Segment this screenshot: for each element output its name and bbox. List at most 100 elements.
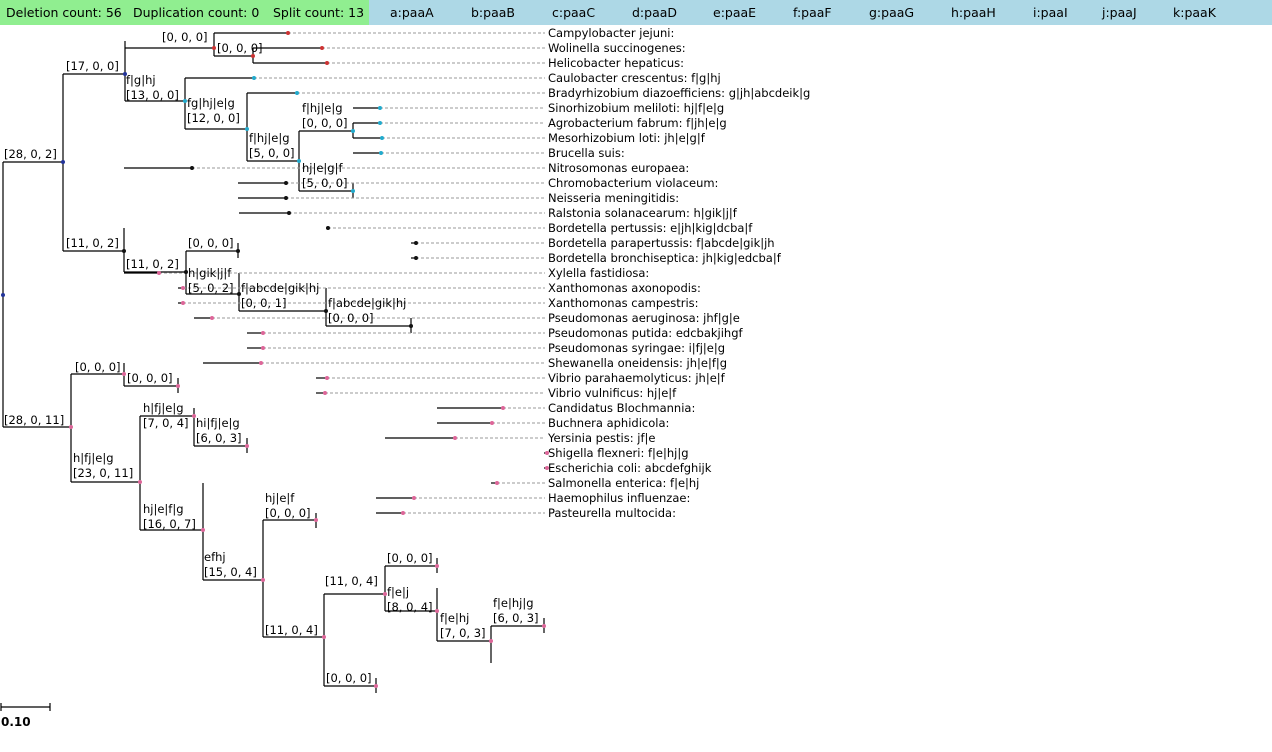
- gene-legend-i: i:paaI: [1033, 5, 1068, 20]
- internal-node-dot: [192, 414, 196, 418]
- node-event-label: [16, 0, 7]: [143, 517, 196, 531]
- leaf-node-dot: [284, 181, 288, 185]
- internal-node-dot: [435, 564, 439, 568]
- node-gene-order-label: hj|e|f: [265, 491, 295, 505]
- node-event-label: [0, 0, 0]: [328, 311, 374, 325]
- leaf-node-dot: [495, 481, 499, 485]
- leaf-node-dot: [453, 436, 457, 440]
- leaf-node-dot: [181, 301, 185, 305]
- internal-node-dot: [184, 270, 188, 274]
- taxon-label: Salmonella enterica: f|e|hj: [548, 476, 699, 490]
- internal-node-dot: [176, 384, 180, 388]
- taxon-label: Haemophilus influenzae:: [548, 491, 690, 505]
- internal-node-dot: [383, 592, 387, 596]
- leaf-node-dot: [261, 331, 265, 335]
- node-event-label: [0, 0, 1]: [241, 296, 287, 310]
- leaf-node-dot: [181, 286, 185, 290]
- node-event-label: [8, 0, 4]: [387, 600, 433, 614]
- node-event-label: [5, 0, 0]: [302, 176, 348, 190]
- taxon-label: Chromobacterium violaceum:: [548, 176, 718, 190]
- node-gene-order-label: f|abcde|gik|hj: [328, 296, 406, 310]
- node-event-label: [12, 0, 0]: [187, 111, 240, 125]
- node-event-label: [0, 0, 0]: [326, 671, 372, 685]
- node-event-label: [11, 0, 4]: [325, 574, 378, 588]
- internal-node-dot: [201, 528, 205, 532]
- leaf-node-dot: [545, 451, 549, 455]
- taxon-label: Bordetella parapertussis: f|abcde|gik|jh: [548, 236, 775, 250]
- taxon-label: Nitrosomonas europaea:: [548, 161, 689, 175]
- leaf-node-dot: [401, 511, 405, 515]
- internal-node-dot: [138, 480, 142, 484]
- node-event-label: [7, 0, 4]: [143, 416, 189, 430]
- node-gene-order-label: h|gik|j|f: [188, 266, 232, 280]
- node-gene-order-label: f|hj|e|g: [302, 101, 343, 115]
- node-event-label: [11, 0, 2]: [126, 257, 179, 271]
- node-gene-order-label: fg|hj|e|g: [187, 96, 235, 110]
- internal-node-dot: [122, 249, 126, 253]
- internal-node-dot: [297, 159, 301, 163]
- leaf-node-dot: [378, 121, 382, 125]
- node-gene-order-label: f|g|hj: [126, 73, 156, 87]
- node-event-label: [28, 0, 2]: [4, 147, 57, 161]
- node-gene-order-label: f|hj|e|g: [249, 131, 290, 145]
- node-event-label: [17, 0, 0]: [66, 59, 119, 73]
- taxon-label: Bradyrhizobium diazoefficiens: g|jh|abcd…: [548, 86, 810, 100]
- node-event-label: [11, 0, 2]: [66, 236, 119, 250]
- taxon-label: Pseudomonas putida: edcbakjihgf: [548, 326, 744, 340]
- leaf-node-dot: [287, 211, 291, 215]
- taxon-label: Caulobacter crescentus: f|g|hj: [548, 71, 721, 85]
- taxon-label: Neisseria meningitidis:: [548, 191, 679, 205]
- internal-node-dot: [69, 425, 73, 429]
- node-gene-order-label: f|e|hj: [440, 611, 469, 625]
- leaf-node-dot: [157, 271, 161, 275]
- node-event-label: [7, 0, 3]: [440, 626, 486, 640]
- node-event-label: [11, 0, 4]: [265, 623, 318, 637]
- node-gene-order-label: f|e|j: [387, 585, 409, 599]
- leaf-node-dot: [414, 241, 418, 245]
- gene-legend-bar: Deletion count: 56 Duplication count: 0 …: [0, 0, 1272, 25]
- node-event-label: [0, 0, 0]: [75, 360, 121, 374]
- gene-legend-k: k:paaK: [1173, 5, 1216, 20]
- leaf-node-dot: [501, 406, 505, 410]
- taxon-label: Vibrio vulnificus: hj|e|f: [548, 386, 677, 400]
- gene-legend-b: b:paaB: [471, 5, 515, 20]
- taxon-label: Yersinia pestis: jf|e: [547, 431, 655, 445]
- node-event-label: [0, 0, 0]: [265, 506, 311, 520]
- internal-node-dot: [123, 72, 127, 76]
- taxon-label: Pseudomonas syringae: i|fj|e|g: [548, 341, 725, 355]
- taxon-label: Vibrio parahaemolyticus: jh|e|f: [548, 371, 726, 385]
- internal-node-dot: [261, 578, 265, 582]
- taxon-label: Escherichia coli: abcdefghijk: [548, 461, 712, 475]
- internal-node-dot: [409, 324, 413, 328]
- internal-node-dot: [542, 624, 546, 628]
- internal-node-dot: [236, 249, 240, 253]
- node-event-label: [0, 0, 0]: [387, 551, 433, 565]
- gene-legend-h: h:paaH: [951, 5, 996, 20]
- gene-legend-d: d:paaD: [632, 5, 678, 20]
- internal-node-dot: [1, 293, 5, 297]
- internal-node-dot: [351, 129, 355, 133]
- gene-legend-f: f:paaF: [793, 5, 832, 20]
- leaf-node-dot: [190, 166, 194, 170]
- taxon-label: Shewanella oneidensis: jh|e|f|g: [548, 356, 727, 370]
- taxon-label: Helicobacter hepaticus:: [548, 56, 684, 70]
- taxon-label: Wolinella succinogenes:: [548, 41, 686, 55]
- internal-node-dot: [237, 292, 241, 296]
- gene-legend-e: e:paaE: [713, 5, 757, 20]
- node-event-label: [23, 0, 11]: [73, 466, 133, 480]
- taxon-label: Ralstonia solanacearum: h|gik|j|f: [548, 206, 738, 220]
- leaf-node-dot: [323, 391, 327, 395]
- taxon-label: Bordetella bronchiseptica: jh|kig|edcba|…: [548, 251, 782, 265]
- node-event-label: [0, 0, 0]: [188, 236, 234, 250]
- taxon-label: Pasteurella multocida:: [548, 506, 676, 520]
- taxon-label: Mesorhizobium loti: jh|e|g|f: [548, 131, 706, 145]
- node-event-label: [6, 0, 3]: [196, 431, 242, 445]
- leaf-node-dot: [261, 346, 265, 350]
- node-gene-order-label: f|abcde|gik|hj: [241, 281, 319, 295]
- taxon-label: Campylobacter jejuni:: [548, 26, 674, 40]
- node-event-label: [0, 0, 0]: [217, 41, 263, 55]
- taxon-label: Buchnera aphidicola:: [548, 416, 669, 430]
- leaf-node-dot: [490, 421, 494, 425]
- internal-node-dot: [183, 99, 187, 103]
